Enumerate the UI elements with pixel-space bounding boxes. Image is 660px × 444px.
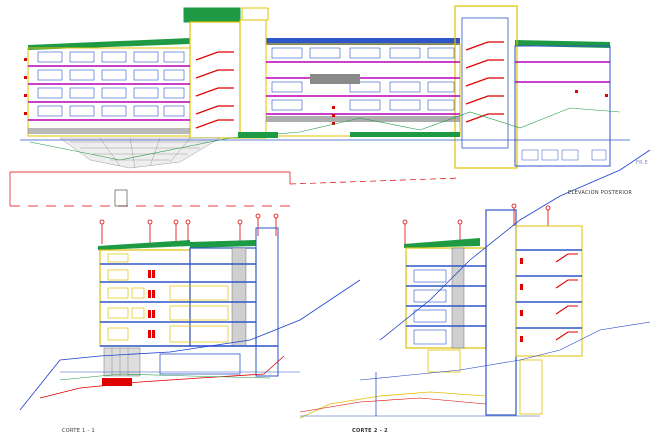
section2-roof — [404, 238, 480, 248]
elevation-gray-balcony — [310, 74, 360, 84]
elevation-floor-slabs — [28, 61, 610, 121]
section2-right-block — [515, 225, 583, 357]
corner-mark: FR.E — [636, 160, 649, 166]
section1-terrain-blue — [19, 279, 361, 411]
section2-terrain-blue-lower — [359, 321, 651, 381]
section2-terrain-yellow — [299, 391, 487, 419]
section-1-1 — [19, 213, 361, 411]
section1-slabs — [100, 263, 278, 347]
elevation-green-entry — [238, 132, 278, 138]
section2-ground-room — [427, 349, 461, 373]
section1-end-tower — [255, 227, 279, 377]
elevation-stairs-right-tower — [465, 41, 504, 123]
section2-rooms — [413, 269, 447, 345]
section1-level-markers — [99, 213, 279, 244]
section1-interior-frames — [107, 253, 229, 343]
elevation-green-base — [350, 132, 460, 137]
elevation-title: ELEVACION POSTERIOR — [568, 190, 633, 196]
elevation-right-ground-windows — [521, 149, 607, 161]
elevation-terrain-profile — [29, 107, 621, 161]
roof-tower-cap — [183, 7, 241, 23]
roof-tower-cap-right — [241, 7, 269, 21]
section2-red-markers — [520, 258, 523, 342]
section2-terrain-blue — [379, 149, 651, 341]
rear-elevation — [9, 5, 630, 207]
elevation-basement-outline — [9, 171, 461, 207]
section1-ground-floor — [103, 347, 241, 377]
roof-left-wing — [28, 38, 190, 50]
facade-right-wing — [514, 45, 611, 167]
facade-tower-side — [239, 19, 267, 139]
section1-terrain-green — [59, 373, 271, 381]
elevation-windows-center — [271, 47, 455, 111]
section2-shaft — [451, 247, 465, 349]
elevation-red-markers — [24, 58, 608, 125]
section-1-title: CORTE 1 - 1 — [62, 428, 95, 434]
section1-roof-left — [98, 240, 190, 250]
elevation-basement-door — [114, 189, 128, 207]
section2-level-markers — [402, 203, 551, 244]
section1-red-markers — [102, 270, 155, 386]
roof-center-wing — [266, 38, 460, 45]
section2-slabs — [406, 249, 582, 329]
elevation-stairs-left-tower — [195, 51, 234, 129]
elevation-foundation-mesh — [59, 137, 221, 169]
section1-roof-right — [190, 240, 256, 248]
section-2-title: CORTE 2 - 2 — [352, 428, 388, 434]
facade-right-tower-inner — [461, 17, 509, 149]
elevation-gray-band — [266, 116, 460, 122]
section1-terrain-red — [39, 355, 285, 399]
facade-left-wing — [27, 47, 191, 137]
elevation-gray-band-left — [28, 128, 190, 134]
section1-shaft — [231, 247, 247, 347]
facade-right-tower — [454, 5, 518, 169]
elevation-windows-left — [37, 51, 185, 117]
roof-right-wing — [515, 40, 610, 48]
section-2-2 — [299, 149, 651, 419]
section2-stairs — [555, 253, 578, 341]
section2-center-tower — [485, 209, 517, 416]
section2-lower-room — [519, 359, 543, 415]
section2-terrain-red — [299, 397, 487, 413]
